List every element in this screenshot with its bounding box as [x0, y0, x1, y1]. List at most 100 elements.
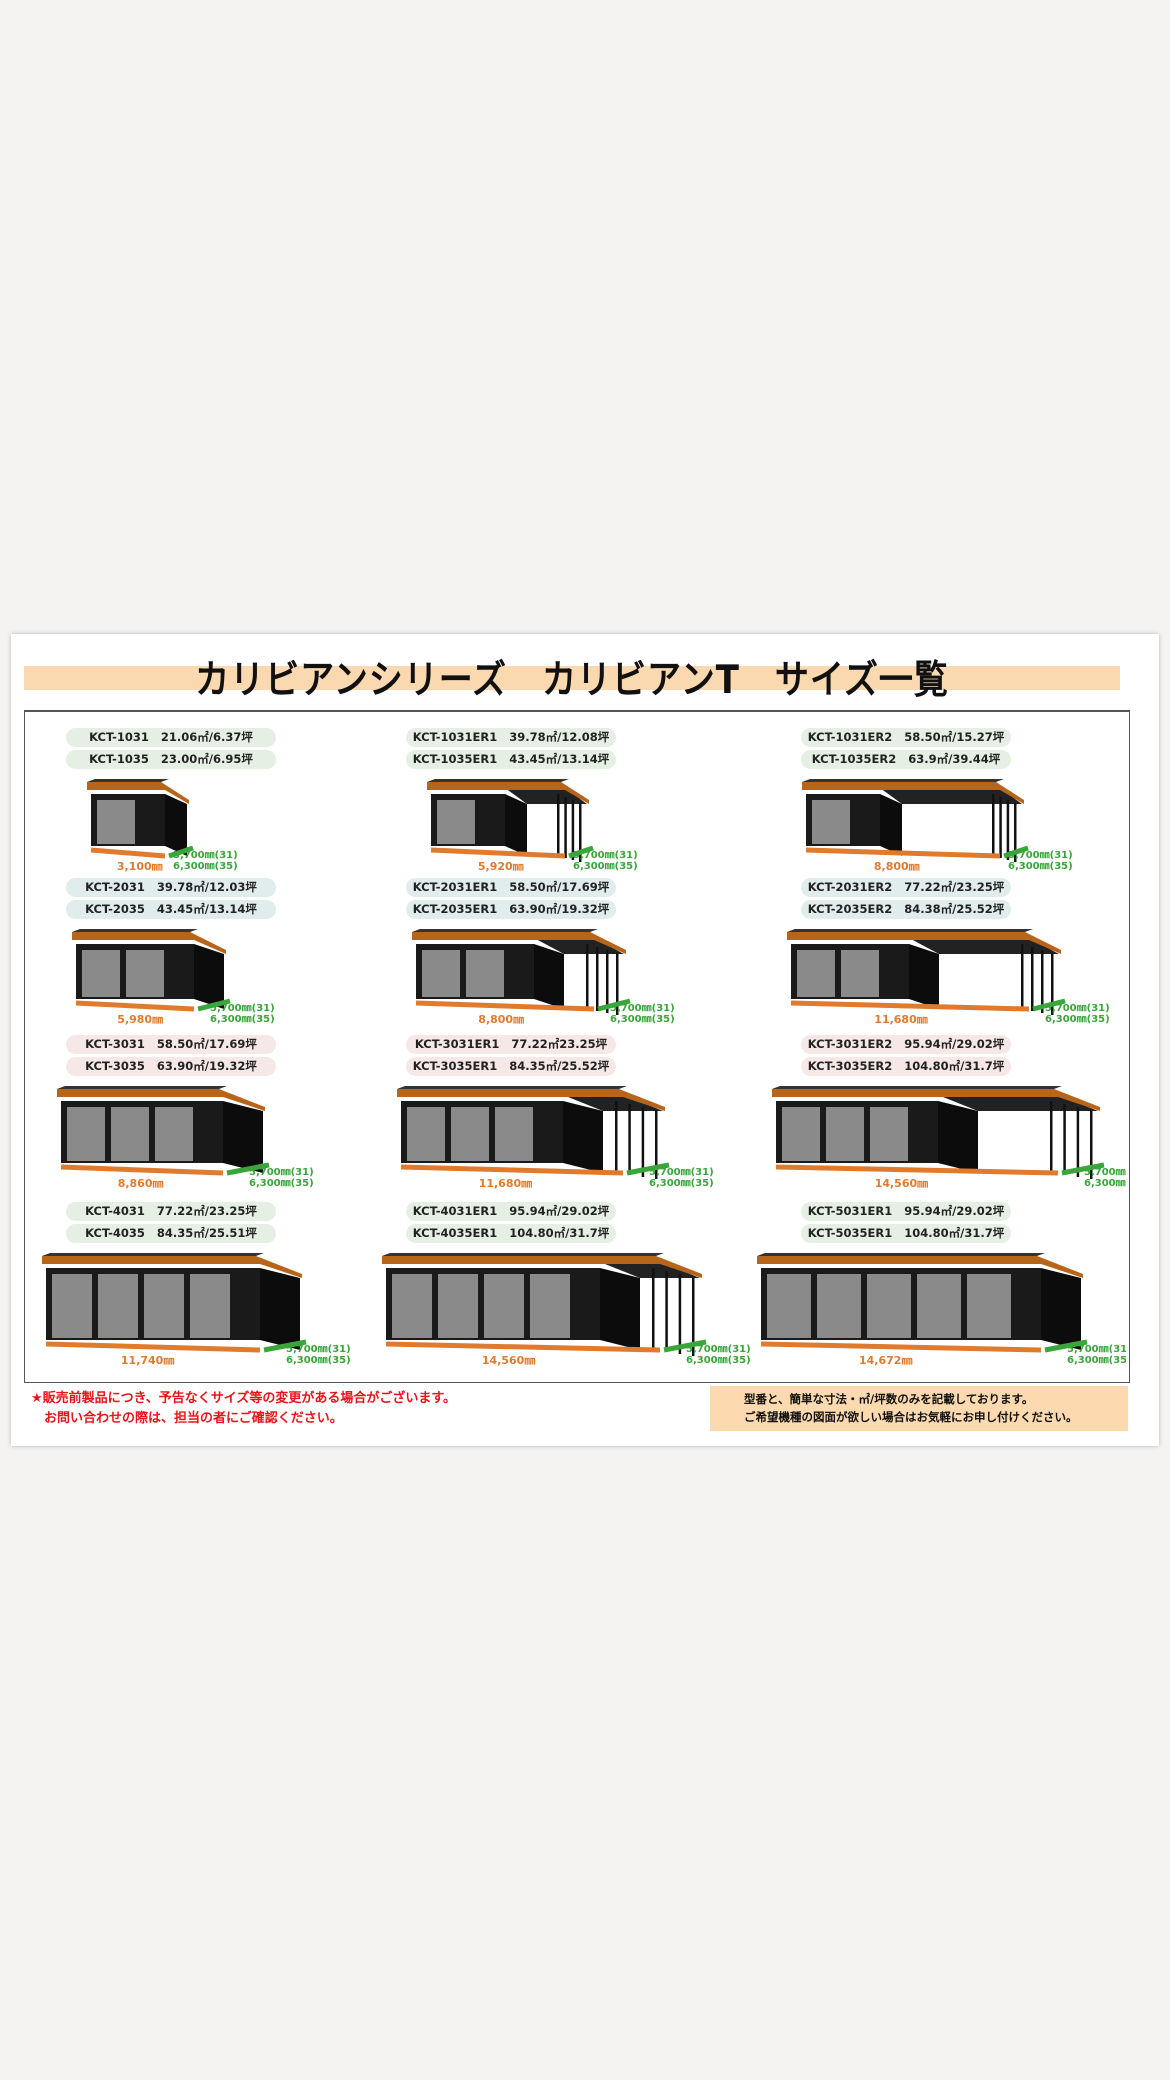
width-label: 11,740㎜ [121, 1354, 174, 1367]
carport-post [596, 947, 599, 1011]
model-size: 63.90㎡/19.32坪 [156, 1059, 257, 1073]
model-model: KCT-2031 [85, 880, 145, 894]
carport-post [557, 794, 560, 856]
roof-edge [42, 1253, 264, 1256]
model-model: KCT-3035ER1 [412, 1059, 498, 1073]
depth-dimension-line [1032, 998, 1066, 1012]
shutter-door [466, 950, 504, 997]
shutter-door [97, 800, 135, 844]
depth-label-35: 6,300㎜(35) [1045, 1014, 1110, 1025]
carport-post [999, 797, 1002, 858]
width-label: 5,920㎜ [478, 860, 524, 873]
shutter-door [484, 1274, 524, 1338]
carport-post [616, 953, 619, 1015]
roof-edge [787, 929, 1033, 932]
depth-label-31: 5,700㎜(31) [1045, 1003, 1110, 1014]
depth-label-35: 6,300㎜(35) [210, 1014, 275, 1025]
width-label: 14,560㎜ [482, 1354, 535, 1367]
depth-label-31: 5,700㎜(31) [686, 1344, 751, 1355]
roof-edge [57, 1086, 227, 1089]
shutter-door [812, 800, 850, 844]
model-model: KCT-2031ER2 [807, 880, 893, 894]
shutter-door [917, 1274, 961, 1338]
depth-label-35: 6,300㎜(35) [686, 1355, 751, 1366]
shutter-door [392, 1274, 432, 1338]
model-size: 58.50㎡/17.69坪 [156, 1037, 257, 1051]
notice-line-1: ★販売前製品につき、予告なくサイズ等の変更がある場合がございます。 [31, 1391, 457, 1406]
carport-post [1031, 947, 1034, 1011]
model-model: KCT-3035ER2 [807, 1059, 893, 1073]
carport-post [641, 1107, 645, 1177]
model-size: 104.80㎡/31.7坪 [904, 1226, 1005, 1240]
roof-edge [87, 779, 169, 782]
model-size: 23.00㎡/6.95坪 [160, 752, 253, 766]
carport-post [1051, 953, 1054, 1015]
model-size: 58.50㎡/17.69坪 [509, 880, 610, 894]
carport-post [586, 944, 589, 1009]
model-model: KCT-3035 [85, 1059, 145, 1073]
shutter-door [967, 1274, 1011, 1338]
carport-post [692, 1277, 695, 1356]
model-model: KCT-5031ER1 [807, 1204, 893, 1218]
side-wall [880, 794, 902, 856]
model-model: KCT-1031ER1 [412, 730, 498, 744]
info-box: 型番と、簡単な寸法・㎡/坪数のみを記載しております。 ご希望機種の図面が欲しい場… [710, 1386, 1128, 1431]
side-wall [505, 794, 527, 856]
shutter-door [797, 950, 835, 997]
side-wall [600, 1268, 640, 1350]
shutter-door [144, 1274, 184, 1338]
width-dimension-line [385, 1341, 661, 1353]
shutter-door [826, 1107, 864, 1161]
product-grid-frame [24, 710, 1130, 1383]
width-dimension-line [790, 1000, 1030, 1012]
model-model: KCT-3031 [85, 1037, 145, 1051]
model-size: 43.45㎡/13.14坪 [156, 902, 257, 916]
model-size: 63.9㎡/39.44坪 [908, 752, 1001, 766]
roof-edge [72, 929, 198, 932]
model-model: KCT-2031ER1 [412, 880, 498, 894]
carport-post [1050, 1101, 1053, 1173]
shutter-door [867, 1274, 911, 1338]
carport-post [615, 1101, 618, 1173]
notice: ★販売前製品につき、予告なくサイズ等の変更がある場合がございます。 お問い合わせ… [31, 1389, 456, 1429]
model-model: KCT-5035ER1 [807, 1226, 893, 1240]
carport-post [1063, 1104, 1066, 1175]
model-model: KCT-1031 [89, 730, 149, 744]
width-label: 11,680㎜ [479, 1177, 532, 1190]
model-pill: KCT-2031ER1 58.50㎡/17.69坪 [406, 878, 616, 897]
roof [382, 1256, 702, 1278]
width-dimension-line [60, 1164, 224, 1176]
model-size: 95.94㎡/29.02坪 [904, 1204, 1005, 1218]
width-label: 8,800㎜ [874, 860, 920, 873]
model-size: 58.50㎡/15.27坪 [904, 730, 1005, 744]
carport-post [1021, 944, 1024, 1009]
model-model: KCT-2035ER1 [412, 902, 498, 916]
carport-post [1076, 1107, 1080, 1177]
depth-label-35: 6,300㎜(35) [649, 1178, 714, 1189]
model-size: 39.78㎡/12.08坪 [509, 730, 610, 744]
depth-dimension-line [568, 845, 594, 859]
side-wall [534, 944, 564, 1009]
depth-label-31: 5,700㎜(31) [249, 1167, 314, 1178]
roof-edge [802, 779, 1004, 782]
notice-line-2: お問い合わせの際は、担当の者にご確認ください。 [44, 1411, 343, 1426]
width-label: 14,672㎜ [859, 1354, 912, 1367]
width-label: 11,680㎜ [874, 1013, 927, 1026]
width-dimension-line [805, 847, 1001, 859]
